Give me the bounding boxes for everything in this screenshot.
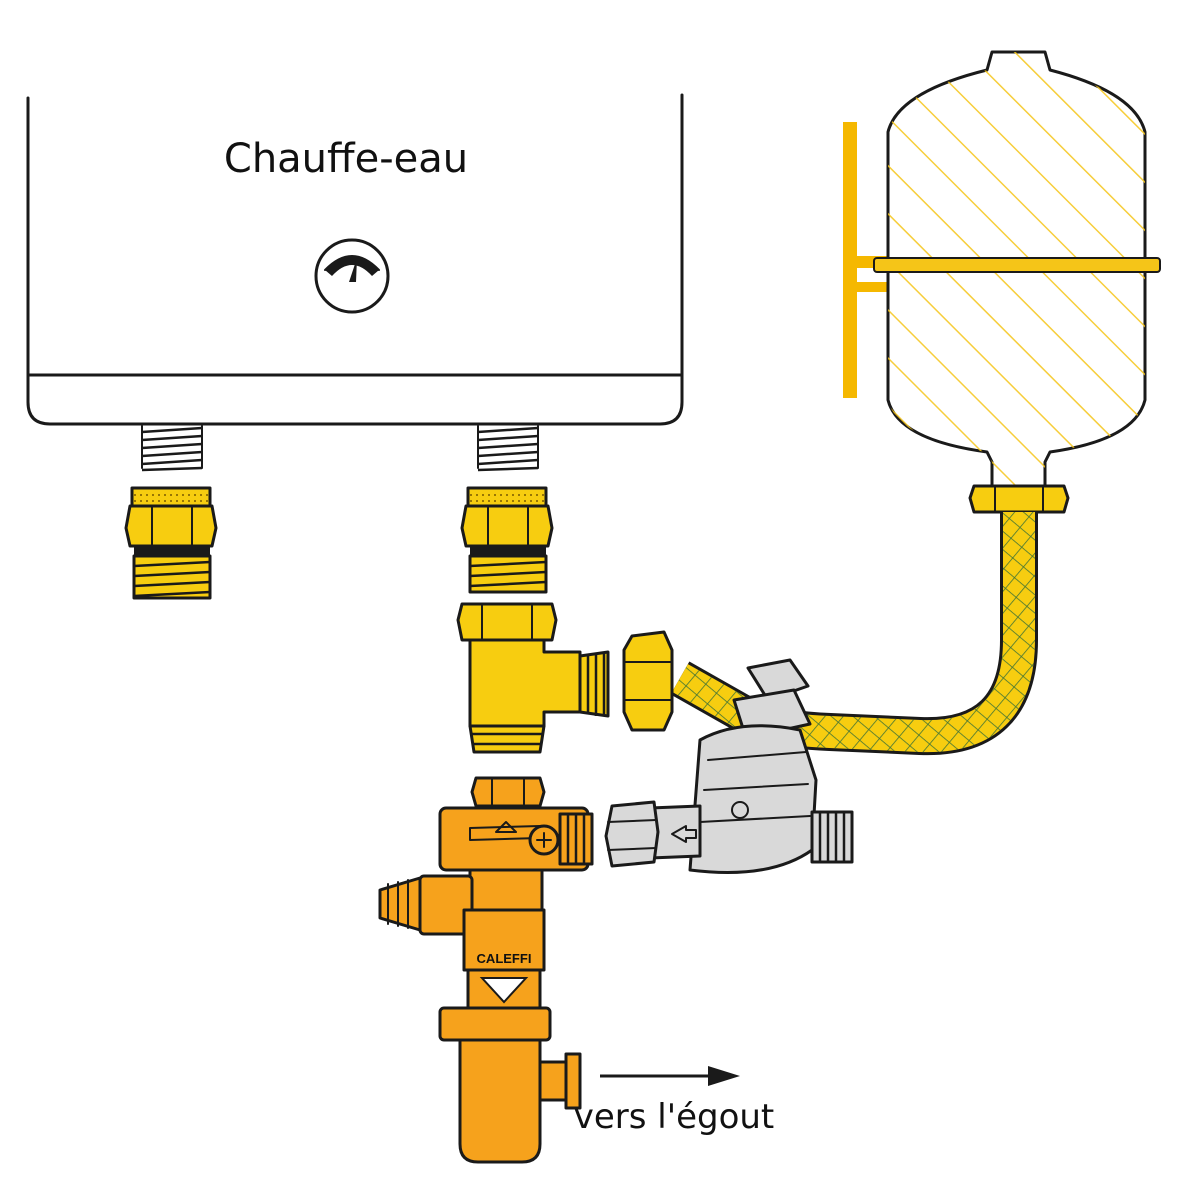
tee-fitting: [456, 602, 610, 754]
pressure-gauge-icon: [314, 238, 390, 314]
drain-arrow-icon: [600, 1066, 740, 1086]
expansion-tank: [843, 50, 1161, 514]
safety-group: CALEFFI: [378, 776, 594, 1010]
heater-cold-outlet-thread: [141, 425, 203, 472]
heater-label: Chauffe-eau: [224, 136, 468, 182]
wall-bracket: [843, 122, 857, 398]
flow-arrow-icon: [671, 825, 697, 843]
water-heater: Chauffe-eau: [26, 93, 684, 426]
pressure-reducer: [604, 658, 854, 874]
dielectric-fitting-left: [124, 486, 218, 600]
drain-trap: [438, 1006, 582, 1164]
flexible-hose: [622, 512, 1038, 756]
heater-hot-outlet-thread: [477, 425, 539, 472]
safety-group-brand: CALEFFI: [477, 951, 532, 966]
drain-label: vers l'égout: [574, 1097, 775, 1137]
dielectric-fitting-right: [460, 486, 554, 594]
